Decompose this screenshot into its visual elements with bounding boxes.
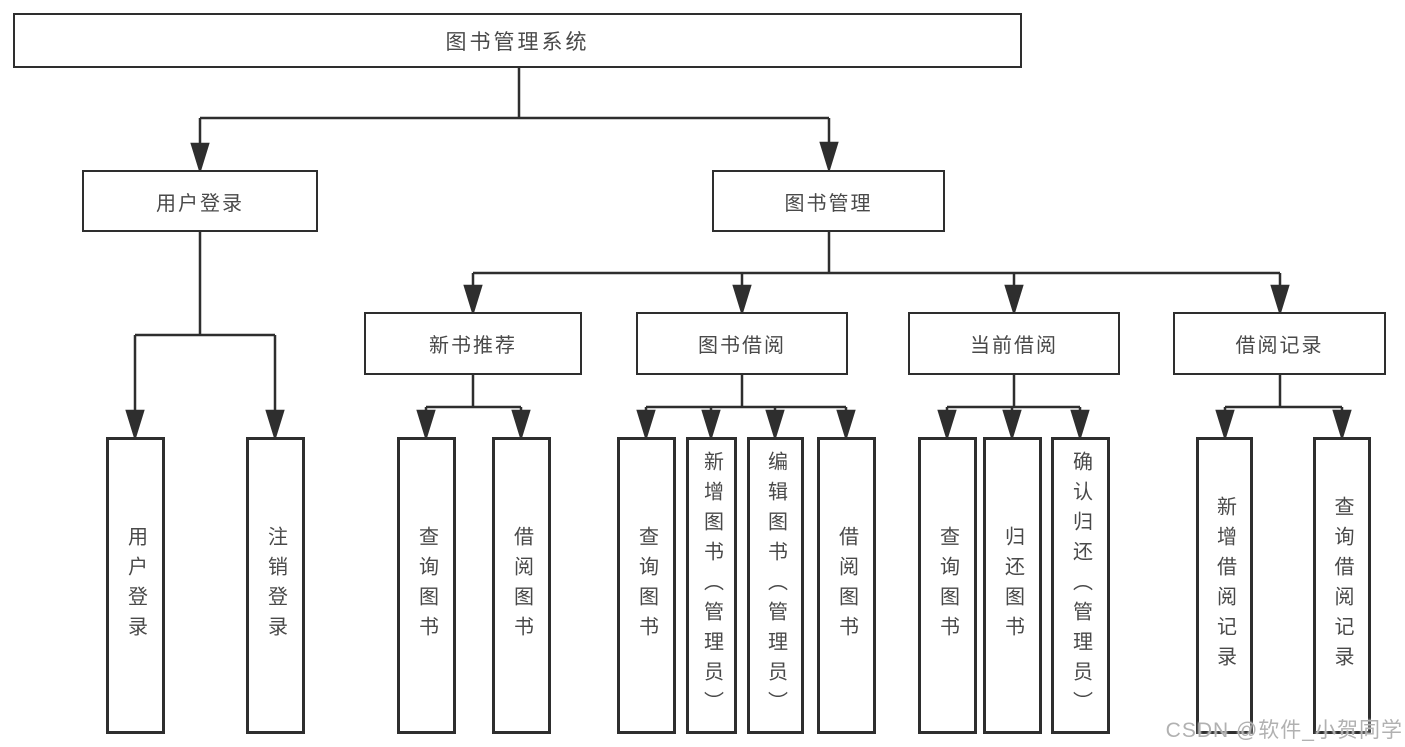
arrowhead (1332, 409, 1352, 442)
node-label: 注销登录 (264, 525, 287, 646)
leaf-confirm-return-admin: 确认归还（管理员） (1051, 437, 1110, 734)
arrowhead (1070, 409, 1090, 442)
connector-book-borrowing-to-leaves (636, 374, 856, 442)
node-label: 编辑图书（管理员） (764, 450, 787, 721)
node-label: 图书管理 (784, 192, 873, 215)
node-label: 查询图书 (635, 525, 658, 646)
connector-borrowing-records-to-leaves (1215, 374, 1352, 442)
arrowhead (1270, 284, 1290, 317)
arrowhead (636, 409, 656, 442)
node-label: 当前借阅 (970, 335, 1058, 357)
arrowhead (819, 141, 839, 174)
node-label: 借阅图书 (835, 525, 858, 646)
leaf-logout-login: 注销登录 (246, 437, 305, 734)
node-label: 新书推荐 (429, 335, 517, 357)
arrowhead (765, 409, 785, 442)
arrowhead (463, 284, 483, 317)
node-book-management: 图书管理 (712, 170, 945, 232)
node-current-borrowing: 当前借阅 (908, 312, 1120, 375)
leaf-borrow-books-borrowing: 借阅图书 (817, 437, 876, 734)
connector-user-login-to-leaves (125, 232, 285, 442)
connector-current-borrowing-to-leaves (937, 374, 1090, 442)
leaf-query-borrow-record: 查询借阅记录 (1313, 437, 1371, 734)
arrowhead (416, 409, 436, 442)
arrowhead (125, 409, 145, 442)
arrowhead (836, 409, 856, 442)
node-user-login: 用户登录 (82, 170, 318, 232)
arrowhead (1215, 409, 1235, 442)
connector-book-management-to-level3 (463, 231, 1290, 317)
arrowhead (190, 142, 210, 175)
arrowhead (701, 409, 721, 442)
node-label: 新增借阅记录 (1213, 495, 1236, 676)
node-book-borrowing: 图书借阅 (636, 312, 848, 375)
leaf-query-books-current: 查询图书 (918, 437, 977, 734)
node-label: 新增图书（管理员） (700, 450, 723, 721)
leaf-query-books-borrowing: 查询图书 (617, 437, 676, 734)
arrowhead (1004, 284, 1024, 317)
arrowhead (511, 409, 531, 442)
leaf-add-book-admin: 新增图书（管理员） (686, 437, 737, 734)
csdn-watermark: CSDN @软件_小贺同学 (1165, 719, 1403, 742)
arrowhead (732, 284, 752, 317)
leaf-add-borrow-record: 新增借阅记录 (1196, 437, 1253, 734)
node-borrowing-records: 借阅记录 (1173, 312, 1386, 375)
connector-new-book-recommend-to-leaves (416, 374, 531, 442)
leaf-return-books: 归还图书 (983, 437, 1042, 734)
node-label: 确认归还（管理员） (1069, 450, 1092, 721)
node-label: 图书借阅 (698, 335, 786, 357)
node-label: 查询借阅记录 (1331, 495, 1353, 676)
leaf-query-books-recommend: 查询图书 (397, 437, 456, 734)
node-label: 查询图书 (415, 525, 438, 646)
arrowhead (1002, 409, 1022, 442)
connector-root-to-level2 (190, 68, 839, 175)
node-new-book-recommend: 新书推荐 (364, 312, 582, 375)
node-label: 归还图书 (1001, 525, 1024, 646)
leaf-user-login: 用户登录 (106, 437, 165, 734)
leaf-edit-book-admin: 编辑图书（管理员） (747, 437, 804, 734)
node-label: 图书管理系统 (445, 30, 590, 54)
leaf-borrow-books-recommend: 借阅图书 (492, 437, 551, 734)
node-label: 查询图书 (936, 525, 959, 646)
node-label: 用户登录 (124, 525, 147, 646)
node-label: 用户登录 (156, 192, 244, 215)
node-library-management-system: 图书管理系统 (13, 13, 1022, 68)
arrowhead (265, 409, 285, 442)
node-label: 借阅图书 (510, 525, 533, 646)
node-label: 借阅记录 (1235, 335, 1324, 357)
arrowhead (937, 409, 957, 442)
